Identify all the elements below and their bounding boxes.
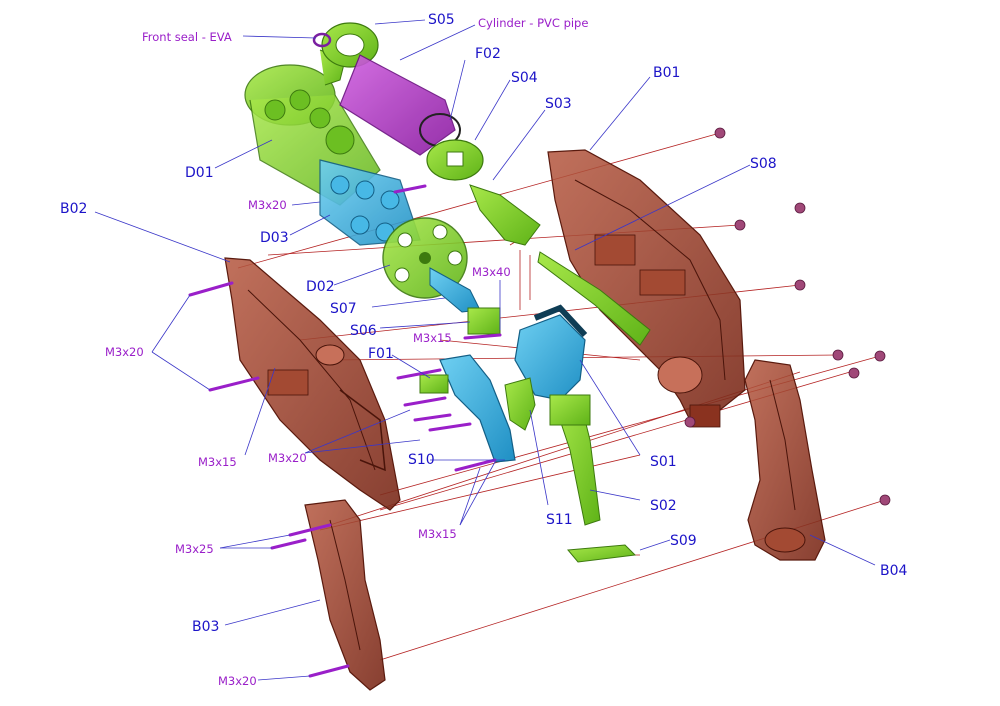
label-M3x20-d03: M3x20 [248, 198, 287, 212]
label-S08: S08 [750, 156, 777, 172]
pin-S11 [504, 377, 536, 431]
label-S04: S04 [511, 70, 538, 86]
cylinder-assembly [312, 22, 484, 181]
plate-S09 [567, 544, 637, 563]
label-M3x15-s06: M3x15 [413, 331, 452, 345]
label-S05: S05 [428, 12, 455, 28]
frame-B01 [547, 149, 746, 428]
label-F02: F02 [475, 46, 501, 62]
label-F01: F01 [368, 346, 394, 362]
frame-B02 [224, 257, 401, 511]
tubes-D03 [319, 159, 421, 246]
label-S09: S09 [670, 533, 697, 549]
label-B02: B02 [60, 201, 87, 217]
rail-S08 [537, 251, 651, 346]
label-B01: B01 [653, 65, 680, 81]
pad-F01 [419, 374, 449, 394]
block-S06 [467, 307, 501, 335]
leader-lines [94, 19, 876, 681]
label-D03: D03 [260, 230, 289, 246]
grip-B04 [744, 359, 826, 561]
label-S01: S01 [650, 454, 677, 470]
labels: Front seal - EVA S05 Cylinder - PVC pipe… [60, 12, 908, 688]
grip-B03 [304, 499, 386, 691]
label-front-seal: Front seal - EVA [142, 30, 232, 44]
label-M3x15-bottom: M3x15 [418, 527, 457, 541]
lever-S03 [469, 184, 541, 246]
label-D02: D02 [306, 279, 335, 295]
hammer-S01 [514, 304, 588, 401]
label-M3x20-left: M3x20 [105, 345, 144, 359]
nuts [684, 127, 891, 506]
label-B03: B03 [192, 619, 219, 635]
label-D01: D01 [185, 165, 214, 181]
label-M3x20-bottom: M3x20 [218, 674, 257, 688]
label-B04: B04 [880, 563, 908, 579]
label-M3x40: M3x40 [472, 265, 511, 279]
label-M3x20-mid: M3x20 [268, 451, 307, 465]
label-cylinder: Cylinder - PVC pipe [478, 16, 588, 30]
screws [188, 184, 502, 678]
label-S10: S10 [408, 452, 435, 468]
trigger-S10 [439, 354, 516, 463]
bar-S02 [549, 394, 601, 526]
label-M3x15-left: M3x15 [198, 455, 237, 469]
label-S07: S07 [330, 301, 357, 317]
label-S06: S06 [350, 323, 377, 339]
label-S03: S03 [545, 96, 572, 112]
label-S02: S02 [650, 498, 677, 514]
label-S11: S11 [546, 512, 573, 528]
label-M3x25: M3x25 [175, 542, 214, 556]
